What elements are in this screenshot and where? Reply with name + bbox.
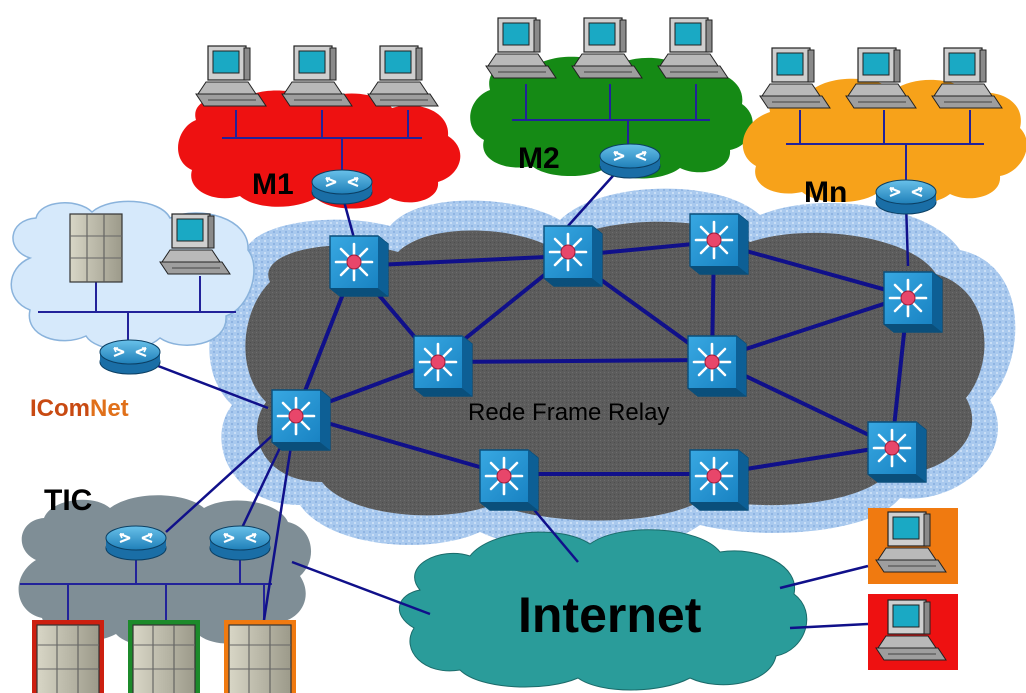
server-icon xyxy=(228,624,292,693)
switch-icon xyxy=(270,388,332,452)
internet-label: Internet xyxy=(518,587,702,643)
switch-icon xyxy=(412,334,474,398)
m2-workstations xyxy=(485,17,729,79)
router-icon xyxy=(208,524,272,562)
switch-icon xyxy=(688,212,750,276)
frame-relay-cloud xyxy=(209,188,1016,553)
switch-icon xyxy=(542,224,604,288)
router-icon xyxy=(310,168,374,206)
switch-icon xyxy=(478,448,540,512)
router-icon xyxy=(104,524,168,562)
workstation-icon xyxy=(845,47,917,109)
workstation-icon xyxy=(195,45,267,107)
router-icon xyxy=(598,142,662,180)
m2-cloud xyxy=(470,56,753,179)
mn-label: Mn xyxy=(804,176,847,209)
tic-servers xyxy=(32,620,296,693)
m1-cloud xyxy=(178,90,461,209)
icomnet-cloud xyxy=(10,200,255,351)
switch-icon xyxy=(866,420,928,484)
workstation-icon xyxy=(281,45,353,107)
icomnet-label: IComNet xyxy=(30,395,129,422)
router-icon xyxy=(98,338,162,376)
frame-relay-label: Rede Frame Relay xyxy=(468,399,669,426)
server-icon xyxy=(69,213,123,283)
workstation-icon xyxy=(571,17,643,79)
workstation-icon xyxy=(367,45,439,107)
switch-icon xyxy=(882,270,944,334)
mn-workstations xyxy=(759,47,1003,109)
icomnet-label-prefix: ICom xyxy=(30,395,90,422)
workstation-icon xyxy=(485,17,557,79)
tic-label: TIC xyxy=(44,484,92,517)
workstation-icon xyxy=(657,17,729,79)
icomnet-hosts xyxy=(69,213,231,283)
switch-icon xyxy=(688,448,750,512)
server-icon xyxy=(132,624,196,693)
m1-label: M1 xyxy=(252,168,294,201)
server-icon xyxy=(36,624,100,693)
icomnet-label-suffix: Net xyxy=(90,395,129,422)
switch-icon xyxy=(328,234,390,298)
m2-label: M2 xyxy=(518,142,560,175)
workstation-icon xyxy=(759,47,831,109)
router-icon xyxy=(874,178,938,216)
workstation-icon xyxy=(931,47,1003,109)
m1-workstations xyxy=(195,45,439,107)
internet-cloud xyxy=(398,529,808,691)
switch-icon xyxy=(686,334,748,398)
